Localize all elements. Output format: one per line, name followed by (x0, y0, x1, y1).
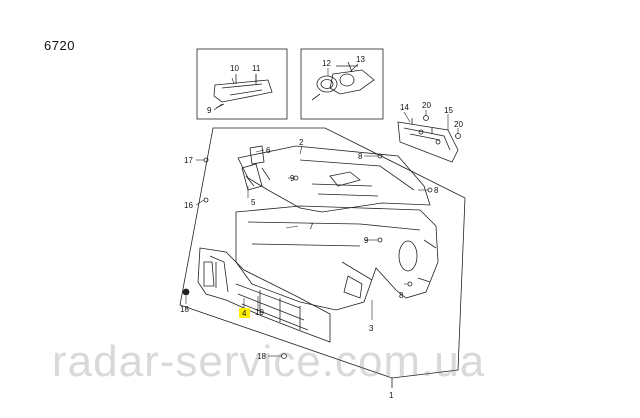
callout-12: 12 (322, 59, 331, 68)
callout-8: 8 (399, 291, 404, 300)
callout-8: 8 (358, 152, 363, 161)
callout-6: 6 (266, 146, 271, 155)
highlight-part-4 (239, 308, 250, 318)
inset-box-foglamp (300, 48, 384, 120)
inset-box-brackets (196, 48, 288, 120)
callout-15: 15 (444, 106, 453, 115)
watermark-text: radar-service.com.ua (52, 337, 486, 386)
callout-10: 10 (230, 64, 239, 73)
callout-18: 18 (257, 352, 266, 361)
callout-9: 9 (207, 106, 212, 115)
bracket-part-10-11 (213, 79, 273, 103)
callout-8: 8 (434, 186, 439, 195)
callout-labels: 10 11 9 12 13 14 20 15 20 2 6 17 8 9 8 5… (180, 55, 463, 400)
callout-20: 20 (422, 101, 431, 110)
bumper-fascia-part-3 (235, 205, 439, 311)
assembly-frame (179, 127, 466, 379)
callout-7: 7 (309, 222, 314, 231)
callout-16: 16 (184, 201, 193, 210)
callout-18: 18 (180, 305, 189, 314)
bumper-upper-support-part-2 (237, 145, 431, 213)
callout-13: 13 (356, 55, 365, 64)
lower-grille-part-4 (197, 247, 331, 343)
callout-17: 17 (184, 156, 193, 165)
callout-9: 9 (364, 236, 369, 245)
leader-lines (185, 63, 459, 357)
callout-1: 1 (389, 391, 394, 400)
callout-14: 14 (400, 103, 409, 112)
side-clip-part-5 (241, 163, 263, 191)
foglamp-part-12 (316, 75, 338, 93)
callout-5: 5 (251, 198, 256, 207)
page-number: 6720 (44, 38, 75, 53)
callout-3: 3 (369, 324, 374, 333)
callout-20: 20 (454, 120, 463, 129)
side-clip-part-6 (249, 145, 265, 165)
foglamp-bezel-part-13 (329, 69, 375, 95)
callout-2: 2 (299, 138, 304, 147)
callout-11: 11 (252, 64, 261, 73)
callout-4: 4 (242, 309, 247, 318)
fastener-screws (182, 153, 433, 359)
callout-19: 19 (255, 308, 264, 317)
plate-bracket-part-14 (397, 121, 459, 163)
callout-9: 9 (290, 174, 295, 183)
